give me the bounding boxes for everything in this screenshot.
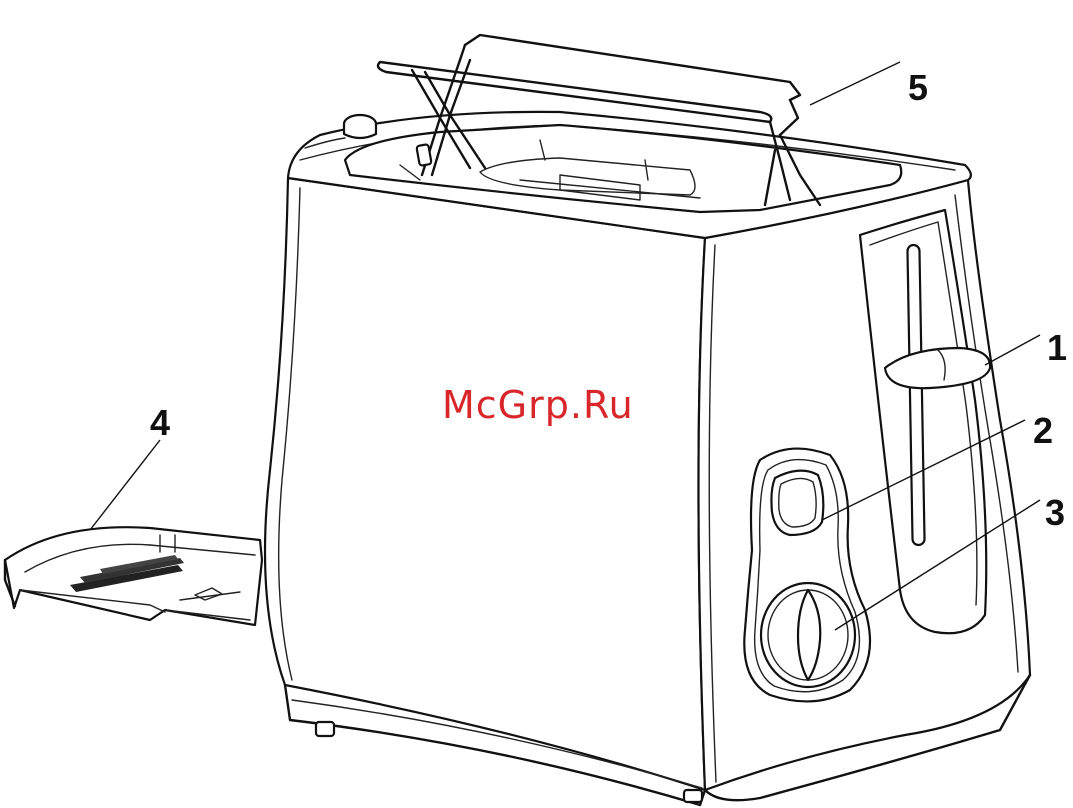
browning-knob (761, 583, 855, 687)
callout-3: 3 (1045, 492, 1065, 533)
callout-5: 5 (908, 67, 928, 108)
watermark: McGrp.Ru (442, 383, 634, 427)
callout-4: 4 (150, 402, 170, 443)
crumb-tray (5, 527, 262, 625)
callout-2: 2 (1033, 410, 1053, 451)
cancel-button-shape (771, 471, 823, 535)
callout-1: 1 (1047, 327, 1067, 368)
